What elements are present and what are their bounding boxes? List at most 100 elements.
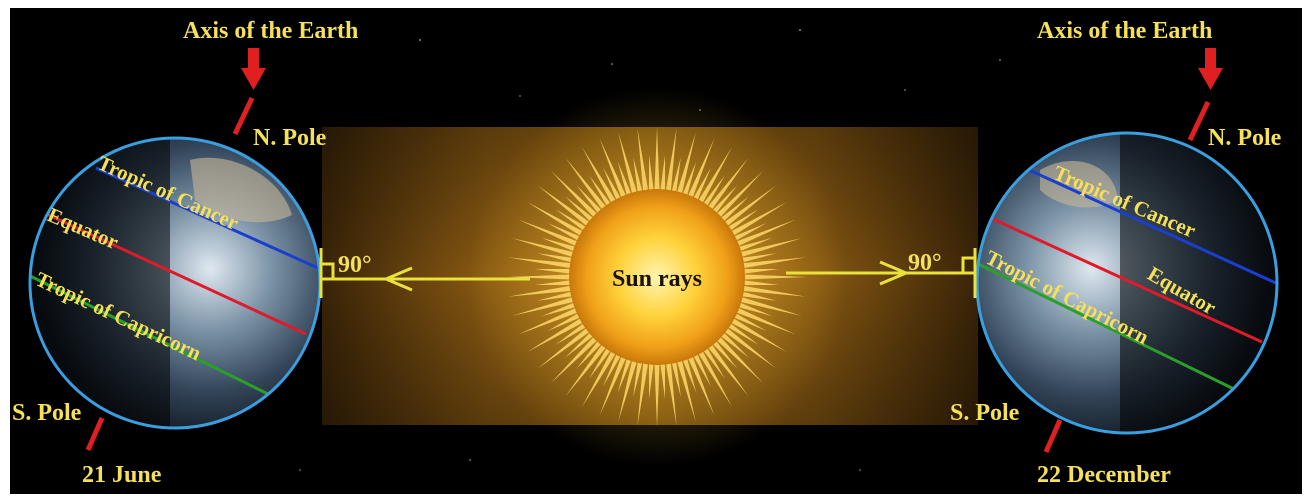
sun-spike — [565, 196, 599, 227]
sun-spike — [674, 132, 696, 201]
sun-spike — [727, 223, 767, 245]
sun-spike — [537, 185, 596, 231]
sun-spike — [711, 331, 764, 384]
globe-december-landmass — [1040, 161, 1118, 208]
sun-spike — [537, 323, 596, 369]
sun-spike — [703, 157, 749, 216]
tropic-of-capricorn-line-june — [30, 268, 273, 398]
axis-of-earth-label-june: Axis of the Earth — [183, 18, 358, 44]
sun-spike — [599, 138, 629, 205]
sun-spike — [589, 341, 615, 379]
sun-spike — [637, 128, 650, 199]
sun-spike — [617, 161, 634, 203]
sun-spike — [711, 170, 764, 223]
sun-spike — [618, 132, 640, 201]
sun-disc — [569, 189, 745, 365]
axis-pointer-arrow-december — [1198, 48, 1223, 90]
ray-arrow-right — [786, 260, 974, 286]
sun-spike — [565, 338, 611, 397]
sun-spike — [694, 147, 732, 210]
sun-spike — [694, 344, 732, 407]
sun-spike — [721, 209, 759, 235]
sun-spike — [729, 305, 796, 335]
equator-line-june — [37, 208, 307, 336]
date-label-december: 22 December — [1037, 462, 1171, 488]
sun-spike — [547, 223, 587, 245]
sun-spike — [735, 284, 806, 297]
globe-june-landmass — [190, 157, 292, 223]
sun-spike — [518, 305, 585, 335]
sun-spike — [685, 138, 715, 205]
angle-label-december: 90° — [908, 250, 942, 276]
globe-december-outline — [975, 131, 1279, 435]
tropic-of-cancer-line-december — [1015, 162, 1277, 286]
sun-spike — [565, 157, 611, 216]
sun-spike — [617, 351, 634, 393]
sun-spike — [576, 185, 607, 219]
sun-spike — [674, 353, 696, 422]
sun-spike — [734, 289, 777, 301]
sun-spike — [689, 347, 711, 387]
sun-spike — [733, 238, 802, 260]
sun-spike — [715, 327, 749, 358]
sun-spike — [535, 268, 578, 275]
sun-spike — [703, 338, 749, 397]
sun-spike — [654, 127, 660, 198]
sun-spike — [550, 331, 603, 384]
sun-spike — [527, 314, 590, 352]
sun-spike — [512, 294, 581, 316]
sun-rays-label: Sun rays — [612, 266, 702, 292]
sun-spike — [527, 202, 590, 240]
sun-spike — [582, 147, 620, 210]
sun-spike — [555, 209, 593, 235]
sun-spike — [736, 279, 779, 286]
sun-spike — [659, 155, 666, 198]
sun-spike — [518, 219, 585, 249]
sun-spike — [733, 294, 802, 316]
axis-pointer-arrow-june — [241, 48, 266, 90]
sun-spike — [535, 279, 578, 286]
tropic-of-capricorn-line-december — [977, 262, 1241, 394]
south-pole-label-june: S. Pole — [12, 400, 82, 426]
sun-spike — [603, 347, 625, 387]
sun-spike — [537, 289, 580, 301]
sun-spike — [633, 157, 645, 200]
sun-spike — [669, 157, 681, 200]
tropic-of-cancer-line-june — [95, 166, 319, 270]
sun-spike — [721, 319, 759, 345]
sun-spike — [731, 300, 773, 317]
sun-spike — [707, 335, 738, 369]
sun-spike — [718, 185, 777, 231]
right-angle-marker-june — [319, 248, 335, 298]
axis-of-earth-label-december: Axis of the Earth — [1037, 18, 1212, 44]
sun-spike — [729, 219, 796, 249]
sun-rays-spikes — [507, 127, 807, 427]
sun-spike — [664, 355, 677, 426]
sun-spike — [537, 253, 580, 265]
sun-spike — [664, 128, 677, 199]
sun-spike — [599, 349, 629, 416]
sun-spike — [589, 175, 615, 213]
north-pole-label-december: N. Pole — [1208, 125, 1282, 151]
sun-spike — [507, 274, 578, 280]
sun-spike — [618, 353, 640, 422]
sun-spike — [603, 167, 625, 207]
sun-spike — [582, 344, 620, 407]
date-label-june: 21 June — [82, 462, 162, 488]
sun-spike — [547, 309, 587, 331]
sun-spike — [707, 185, 738, 219]
sun-spike — [699, 341, 725, 379]
sun-spike — [654, 356, 660, 427]
sun-spike — [576, 335, 607, 369]
sun-spike — [727, 309, 767, 331]
sun-spike — [555, 319, 593, 345]
sun-spike — [724, 314, 787, 352]
sun-spike — [659, 356, 666, 399]
sun-spike — [699, 175, 725, 213]
axis-north-stub-june — [232, 96, 255, 136]
sun-spike — [541, 300, 583, 317]
sun-spike — [689, 167, 711, 207]
axis-south-stub-june — [85, 416, 105, 452]
